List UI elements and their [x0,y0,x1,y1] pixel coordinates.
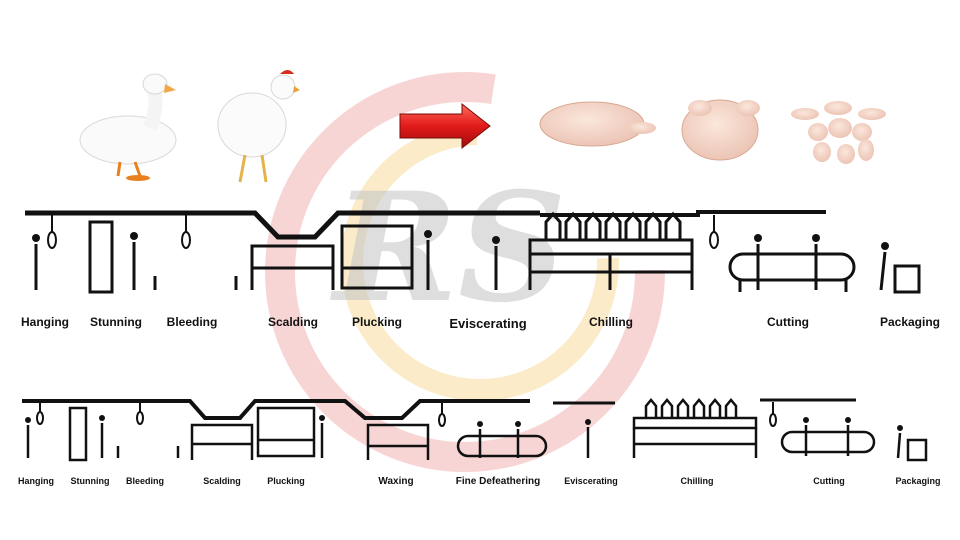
step-label-eviscerating: Eviscerating [449,316,526,331]
chicken-parts-icon [791,101,886,164]
step-label-plucking: Plucking [352,315,402,329]
cutting-conveyor [730,254,854,292]
packaging-box-2 [908,440,926,460]
whole-carcass-icon [540,102,656,146]
step-label-hanging: Hanging [21,315,69,329]
cutting-conveyor-2 [782,432,874,452]
plucked-chicken-icon [682,100,760,160]
overhead-conveyor-2 [22,401,530,418]
duck-icon [80,74,176,181]
step2-label-scalding: Scalding [203,476,241,486]
step-label-bleeding: Bleeding [167,315,218,329]
step2-label-bleeding: Bleeding [126,476,164,486]
step2-label-eviscerating: Eviscerating [564,476,618,486]
step2-label-stunning: Stunning [71,476,110,486]
scalding-tank-2 [192,425,252,460]
step2-label-hanging: Hanging [18,476,54,486]
step2-label-fine-defeathering: Fine Defeathering [456,476,540,487]
step-label-chilling: Chilling [589,315,633,329]
step2-label-waxing: Waxing [378,476,413,487]
step2-label-chilling: Chilling [681,476,714,486]
step-label-stunning: Stunning [90,315,142,329]
step2-label-packaging: Packaging [895,476,940,486]
chilling-tank-2 [634,400,756,458]
stunning-cabinet [90,222,112,292]
step-label-packaging: Packaging [880,315,940,329]
plucking-machine-2 [258,408,314,456]
step2-label-cutting: Cutting [813,476,845,486]
step2-label-plucking: Plucking [267,476,305,486]
step-label-cutting: Cutting [767,315,809,329]
chicken-icon [218,70,300,182]
stunning-cabinet-2 [70,408,86,460]
packaging-box [895,266,919,292]
step-label-scalding: Scalding [268,315,318,329]
